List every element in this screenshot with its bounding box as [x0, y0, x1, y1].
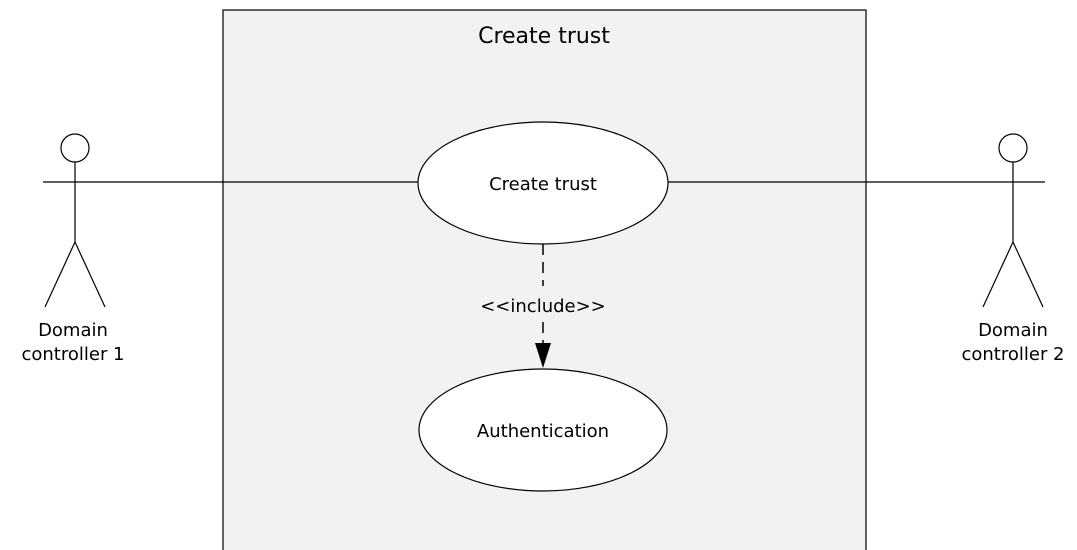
- actor-label-line1: Domain: [978, 320, 1048, 341]
- actor-label-line2: controller 2: [961, 344, 1064, 365]
- use-case-ellipse: [418, 368, 668, 492]
- actor-domain-controller-2: Domain controller 2: [961, 133, 1065, 365]
- system-title: Create trust: [478, 24, 610, 49]
- use-case-create-trust: Create trust: [417, 121, 669, 245]
- actor-domain-controller-1: Domain controller 1: [21, 133, 125, 365]
- actor-left-leg: [44, 241, 76, 308]
- use-case-label: Authentication: [477, 421, 609, 442]
- include-arrowhead: [535, 343, 551, 368]
- actor-label-line1: Domain: [38, 320, 108, 341]
- actor-label-line2: controller 1: [21, 344, 124, 365]
- use-case-authentication: Authentication: [418, 368, 668, 492]
- actor-head: [998, 133, 1028, 163]
- use-case-label: Create trust: [489, 174, 597, 195]
- actor-right-leg: [74, 241, 106, 308]
- include-stereotype: <<include>>: [480, 296, 606, 317]
- actor-head: [60, 133, 90, 163]
- actor-right-leg: [1012, 241, 1044, 308]
- actor-left-leg: [982, 241, 1014, 308]
